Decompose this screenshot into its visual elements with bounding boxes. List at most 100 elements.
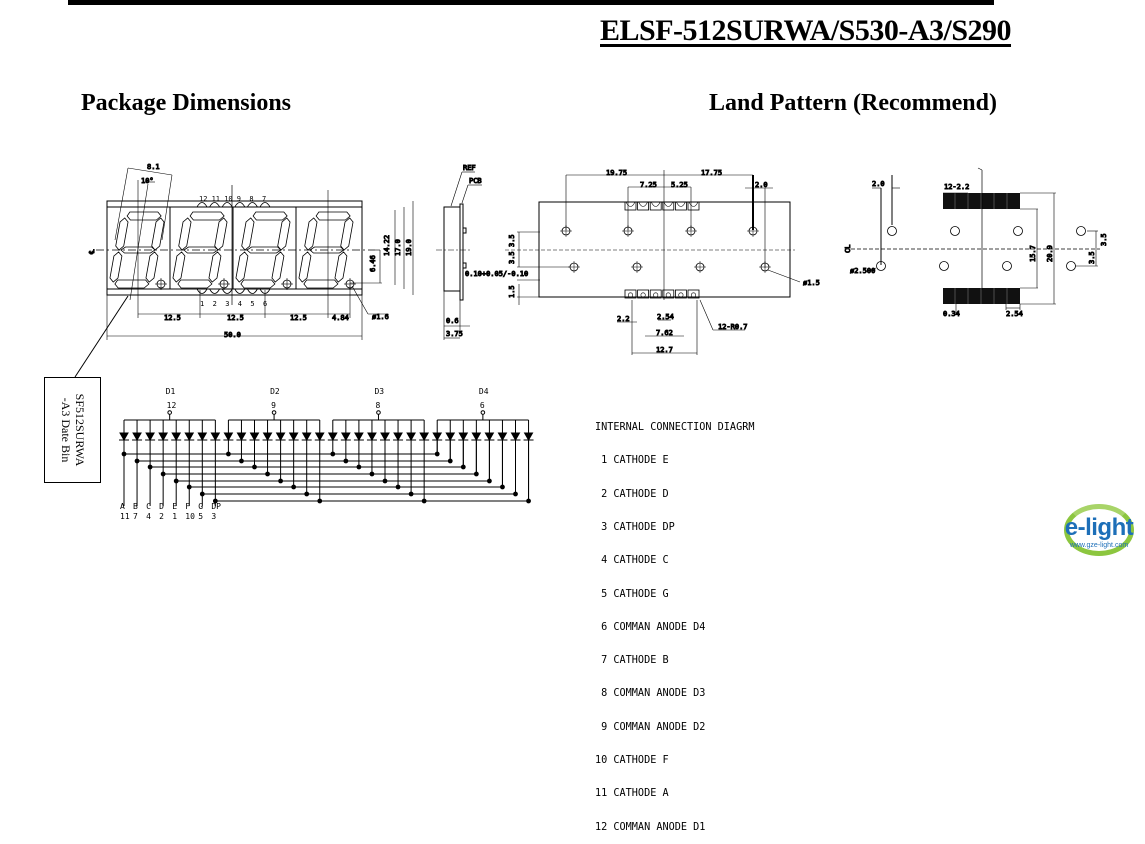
digit-anode-pin: 12 (167, 401, 177, 410)
land-pad-bottom (624, 289, 637, 299)
connection-row: 3 CATHODE DP (595, 522, 675, 534)
land-pad-top (637, 201, 649, 211)
segment-label: DP (211, 502, 221, 511)
dim-slant: 10° (141, 177, 154, 185)
pin-bottom-label: 1 (200, 300, 204, 308)
dim-digit-height: 14.22 (383, 235, 391, 256)
anode-terminal (167, 410, 172, 415)
connection-row: 1 CATHODE E (595, 455, 669, 467)
diode-icon (471, 432, 482, 442)
pin-top (234, 202, 246, 208)
land-hole-icon (1002, 261, 1012, 271)
digit-anode-pin: 8 (375, 401, 380, 410)
land-hole-icon (950, 226, 960, 236)
segment-label: F (185, 502, 190, 511)
diode-icon (484, 432, 495, 442)
segment-pin: 3 (211, 512, 216, 521)
segment-a (315, 211, 351, 221)
pin-top (196, 202, 208, 208)
digit-outline (298, 211, 356, 290)
lp-dim-upper: 3.5 (508, 234, 516, 247)
digit-name: D3 (374, 387, 384, 396)
pin-bottom (196, 288, 208, 294)
lp2-dim-down: 3.5 (1088, 251, 1096, 264)
land-hole-icon (1066, 261, 1076, 271)
pin-bottom-label: 4 (238, 300, 242, 308)
digit-name: D4 (479, 387, 489, 396)
digit-outline (109, 211, 167, 290)
land-pad-top (649, 201, 662, 211)
lp-dim-span1: 7.62 (656, 329, 673, 337)
segment-b (214, 217, 228, 251)
diode-icon (158, 432, 169, 442)
diode-icon (327, 432, 338, 442)
pin-bottom (221, 288, 233, 294)
lp-dim-span2: 12.7 (656, 346, 673, 354)
diode-icon (288, 432, 299, 442)
connection-row: 6 COMMAN ANODE D4 (595, 621, 706, 633)
diode-icon (262, 432, 273, 442)
connection-row: 4 CATHODE C (595, 555, 669, 567)
segment-label: G (198, 502, 203, 511)
side-ref-label: REF (463, 164, 476, 172)
land-pad-top-arc (688, 201, 699, 207)
land-pattern-view: 19.75 17.75 7.25 5.25 2.0 3.5 3.5 1.5 ø1… (505, 169, 820, 355)
pin-top-label: 11 (212, 195, 220, 203)
land-pad-bottom-hole (627, 292, 633, 298)
lp-dim-left: 19.75 (606, 169, 627, 177)
lp2-dim-gap: 0.34 (943, 310, 960, 318)
diode-icon (432, 432, 443, 442)
connection-row: 11 CATHODE A (595, 788, 669, 800)
land-hole-icon (876, 261, 886, 271)
segment-f (115, 217, 129, 251)
pin-bottom-label: 2 (213, 300, 217, 308)
segment-g (246, 246, 282, 254)
digit-anode-pin: 6 (480, 401, 485, 410)
lp-dim-pad-w: 2.2 (617, 315, 630, 323)
segment-pin: 10 (185, 512, 195, 521)
pin-top-label: 8 (249, 195, 253, 203)
package-dimensions-heading: Package Dimensions (81, 90, 291, 116)
land-pad-bottom-hole (690, 292, 696, 298)
diode-icon (340, 432, 351, 442)
segment-f (241, 217, 255, 251)
connection-row: 10 CATHODE F (595, 755, 669, 766)
logo-brand: e-light (1064, 514, 1134, 541)
diode-icon (380, 432, 390, 442)
package-side-view: REF PCB 0.10+0.05/-0.10 0.6 3.75 (436, 164, 529, 340)
segment-label: A (120, 502, 125, 511)
digit-outline (172, 211, 230, 290)
diode-icon (223, 432, 234, 442)
header-rule (68, 0, 994, 5)
segment-e (298, 251, 312, 283)
side-pcb-label: PCB (469, 177, 482, 185)
date-bin-label: SF512SURWA -A3 Date Bin (58, 393, 87, 467)
digit-anode-pin: 9 (271, 401, 276, 410)
lp2-dim-pads: 12-2.2 (944, 183, 969, 191)
segment-f (304, 217, 318, 251)
dim-total-length: 50.0 (224, 331, 241, 339)
diode-icon (497, 432, 508, 442)
land-pad-top (624, 201, 637, 211)
land-pad-bottom-hole (653, 292, 659, 298)
diode-icon (301, 432, 312, 442)
segment-pin: 5 (198, 512, 203, 521)
diode-icon (406, 432, 416, 442)
digit-name: D1 (166, 387, 176, 396)
lp-dim-pad-h: 1.5 (508, 285, 516, 298)
segment-label: E (172, 502, 177, 511)
date-bin-label-box: SF512SURWA -A3 Date Bin (44, 377, 101, 483)
land-hole-icon (1013, 226, 1023, 236)
lp2-dim-outer-h: 20.9 (1046, 245, 1054, 262)
lp-dim-edge: 2.0 (755, 181, 768, 189)
lp-dim-radius: 12-R0.7 (718, 323, 748, 331)
lp2-dim-pitch: 2.54 (1006, 310, 1023, 318)
connection-row: 8 COMMAN ANODE D3 (595, 688, 706, 700)
anode-terminal (271, 410, 277, 415)
diode-icon (184, 432, 195, 442)
lp2-dim-hole: ø2.500 (850, 267, 875, 275)
segment-a (252, 211, 288, 221)
land-pad-top (662, 201, 675, 211)
diode-icon (275, 432, 286, 442)
land-pad-bottom (649, 289, 662, 299)
